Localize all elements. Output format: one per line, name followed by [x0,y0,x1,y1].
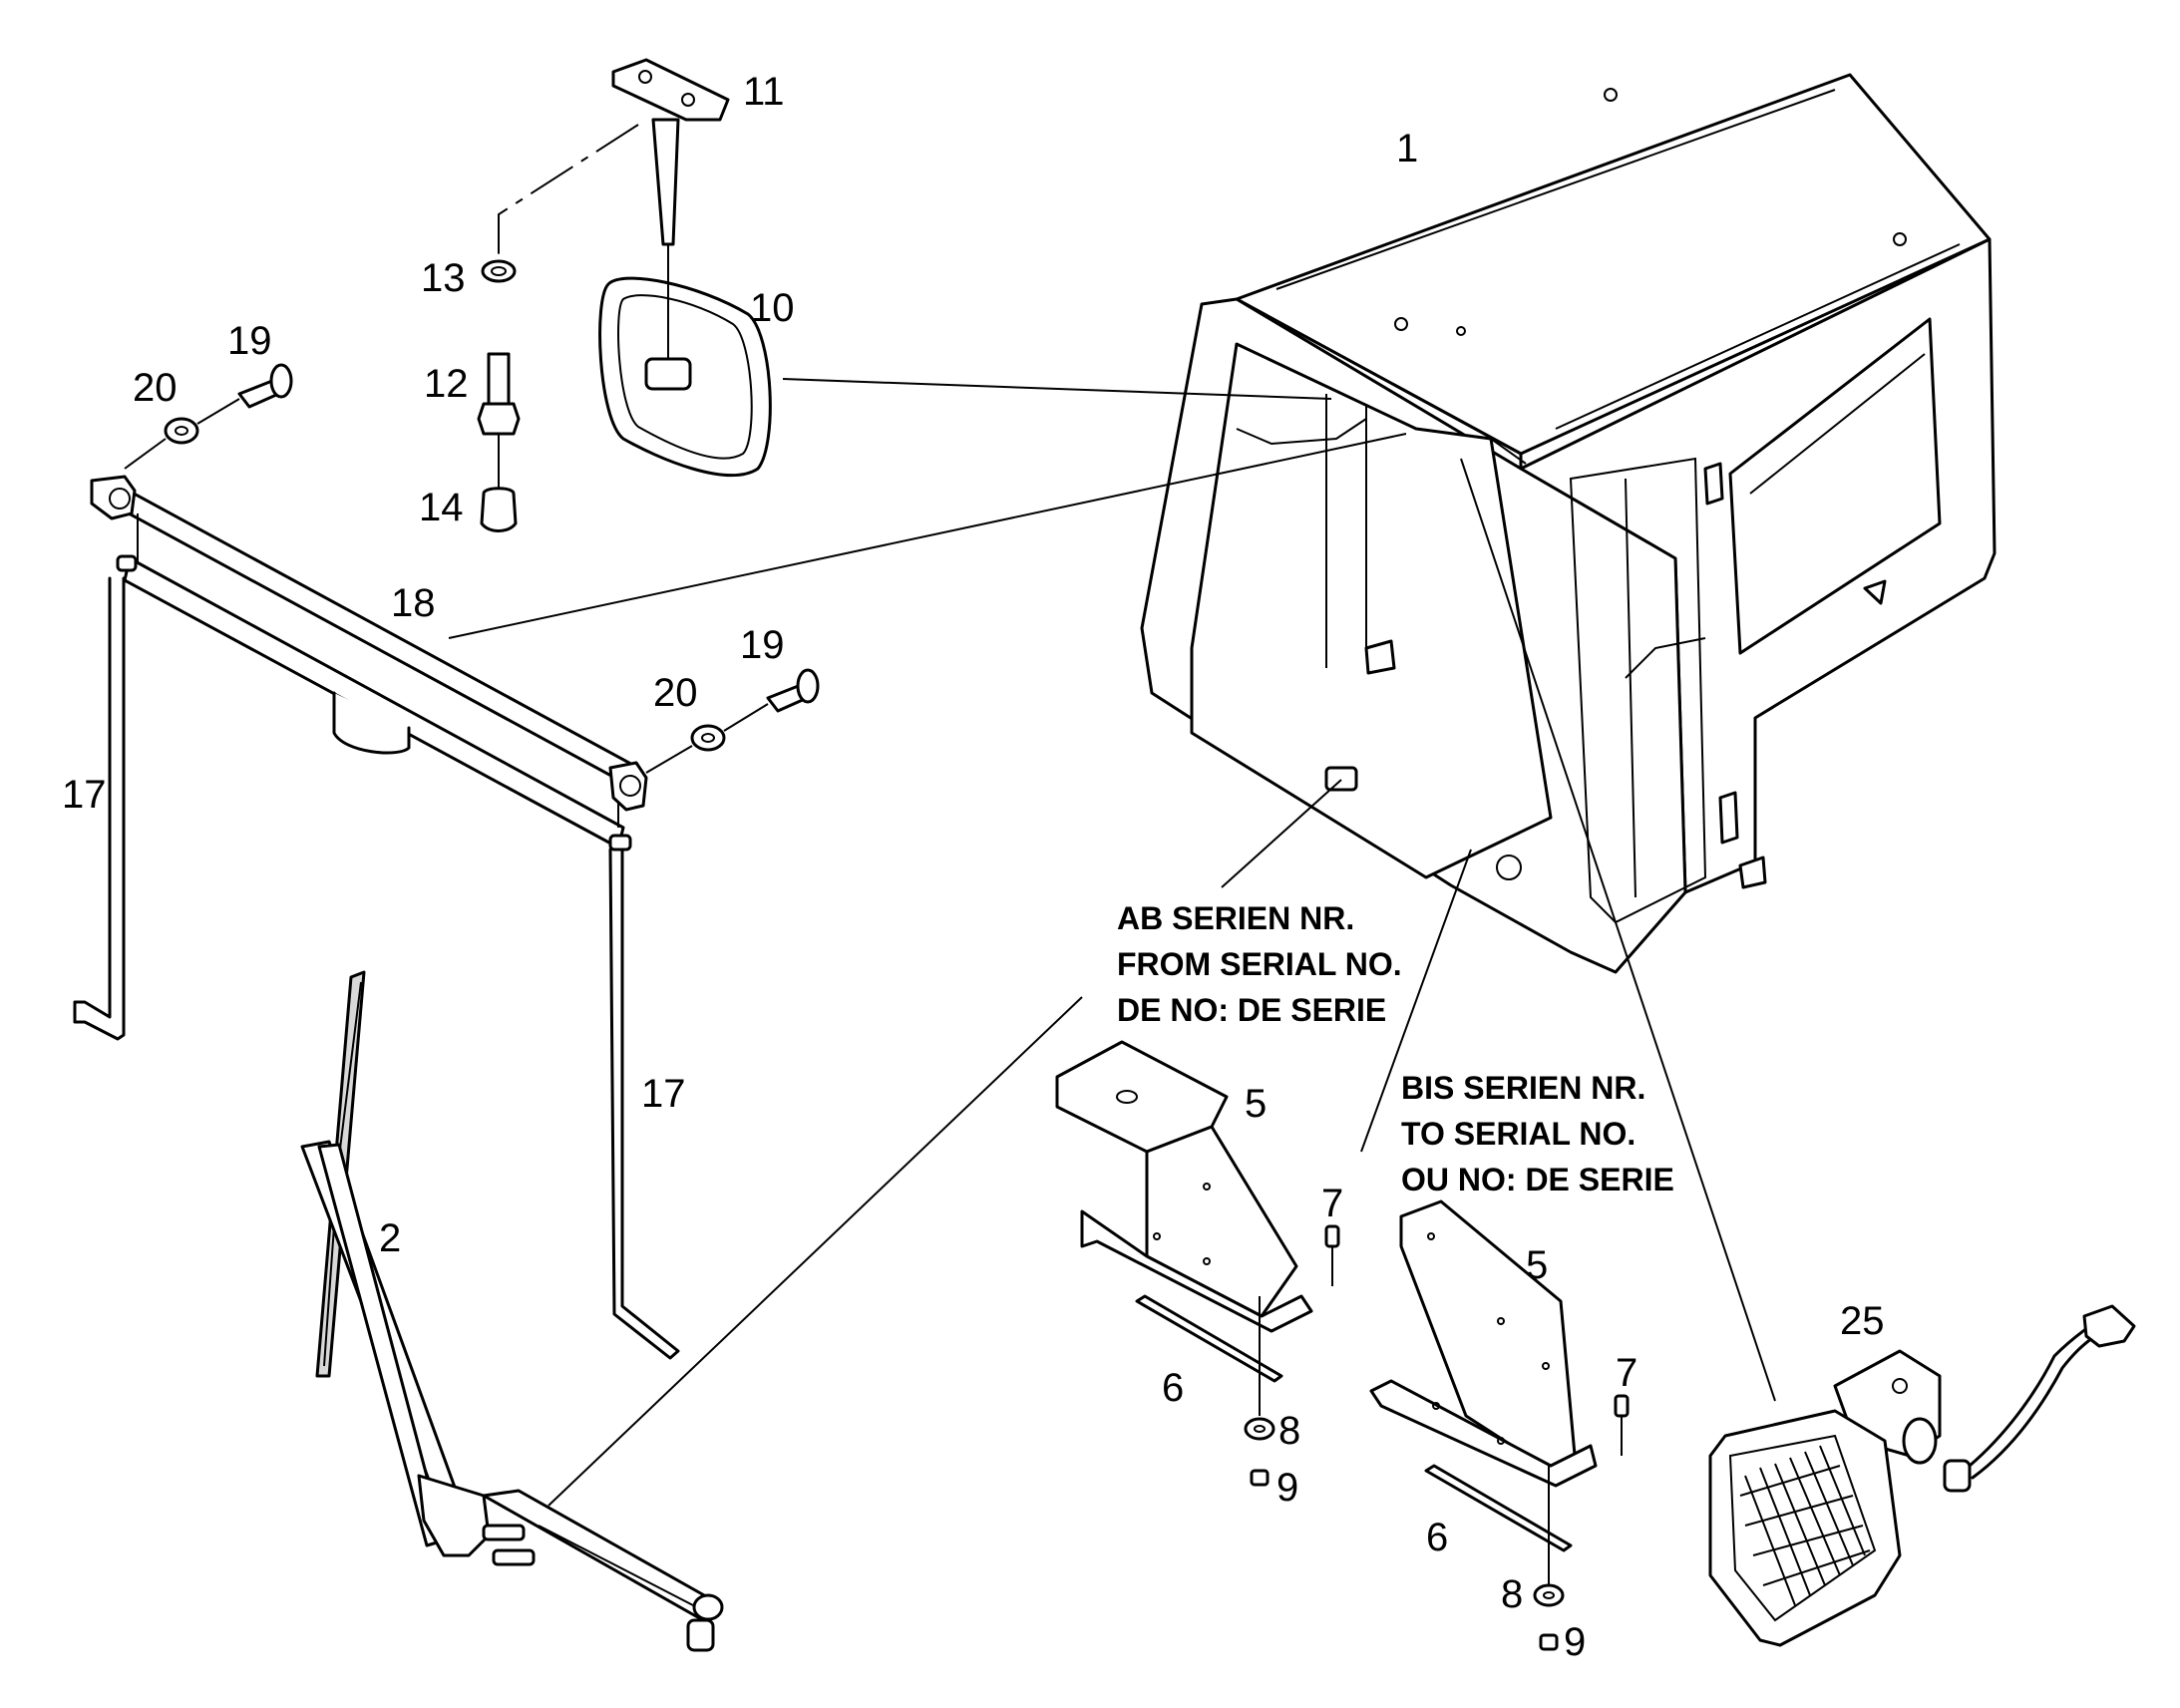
strip-b [1424,1464,1573,1552]
sunshade [90,475,648,852]
label-bracket-b: 5 [1526,1243,1548,1287]
bracket-b [1369,1199,1598,1488]
note-to-serial-line-1: BIS SERIEN NR. [1401,1070,1645,1106]
note-from-serial-line-3: DE NO: DE SERIE [1117,992,1386,1028]
label-cab: 1 [1396,127,1418,171]
washer-8-a [1244,1417,1275,1441]
screw-b [1614,1394,1630,1456]
label-washer-8-b: 8 [1501,1572,1523,1616]
label-rod-right: 17 [641,1072,686,1116]
washer-8-b [1533,1583,1565,1607]
label-washer-13: 13 [421,256,466,300]
label-strip-a: 6 [1162,1366,1184,1410]
label-screw-b: 7 [1616,1351,1637,1395]
note-to-serial-line-3: OU NO: DE SERIE [1401,1162,1674,1197]
nut-9-a [1250,1469,1270,1487]
label-rod-left: 17 [62,773,107,817]
label-bolt-12: 12 [424,362,469,406]
label-mirror-mount: 11 [743,70,785,114]
label-cap-14: 14 [419,486,464,529]
washer-20-top [164,417,199,445]
label-bracket-a: 5 [1245,1082,1267,1126]
label-washer-20-top: 20 [133,366,178,410]
label-washer-20-right: 20 [653,671,698,715]
bolt-19-right [766,668,820,713]
label-screw-a: 7 [1321,1182,1343,1225]
washer-20-right [690,724,726,752]
bolt-19-top [237,363,293,409]
label-bolt-19-top: 19 [227,319,272,363]
label-nut-9-b: 9 [1564,1620,1586,1664]
strip-a [1135,1294,1283,1383]
bolt-assembly [477,124,639,532]
rod-left [73,576,126,1041]
label-work-lamp: 25 [1840,1299,1885,1343]
label-washer-8-a: 8 [1278,1409,1300,1453]
label-strip-b: 6 [1426,1516,1448,1559]
label-mirror: 10 [750,286,795,330]
label-sunshade: 18 [391,581,436,625]
cab [1140,73,1997,974]
label-nut-9-a: 9 [1276,1466,1298,1510]
note-to-serial-line-2: TO SERIAL NO. [1401,1116,1635,1152]
note-from-serial-line-1: AB SERIEN NR. [1117,900,1354,936]
bracket-a [1055,1040,1313,1333]
note-from-serial-line-2: FROM SERIAL NO. [1117,946,1402,982]
work-lamp [1708,1304,2136,1647]
note-to-serial: BIS SERIEN NR. TO SERIAL NO. OU NO: DE S… [1401,1070,1674,1197]
labels: 1 11 13 10 19 20 12 14 18 19 20 17 17 2 … [62,70,1885,1664]
leader-lines [448,378,1776,1507]
rod-right [608,848,680,1360]
mirror-mount [611,58,730,246]
screw-a [1324,1224,1340,1286]
note-from-serial: AB SERIEN NR. FROM SERIAL NO. DE NO: DE … [1117,900,1402,1028]
mirror [598,244,772,478]
nut-9-b [1539,1633,1559,1651]
wiper [300,970,724,1652]
label-wiper: 2 [379,1216,401,1260]
label-bolt-19-right: 19 [740,623,785,667]
